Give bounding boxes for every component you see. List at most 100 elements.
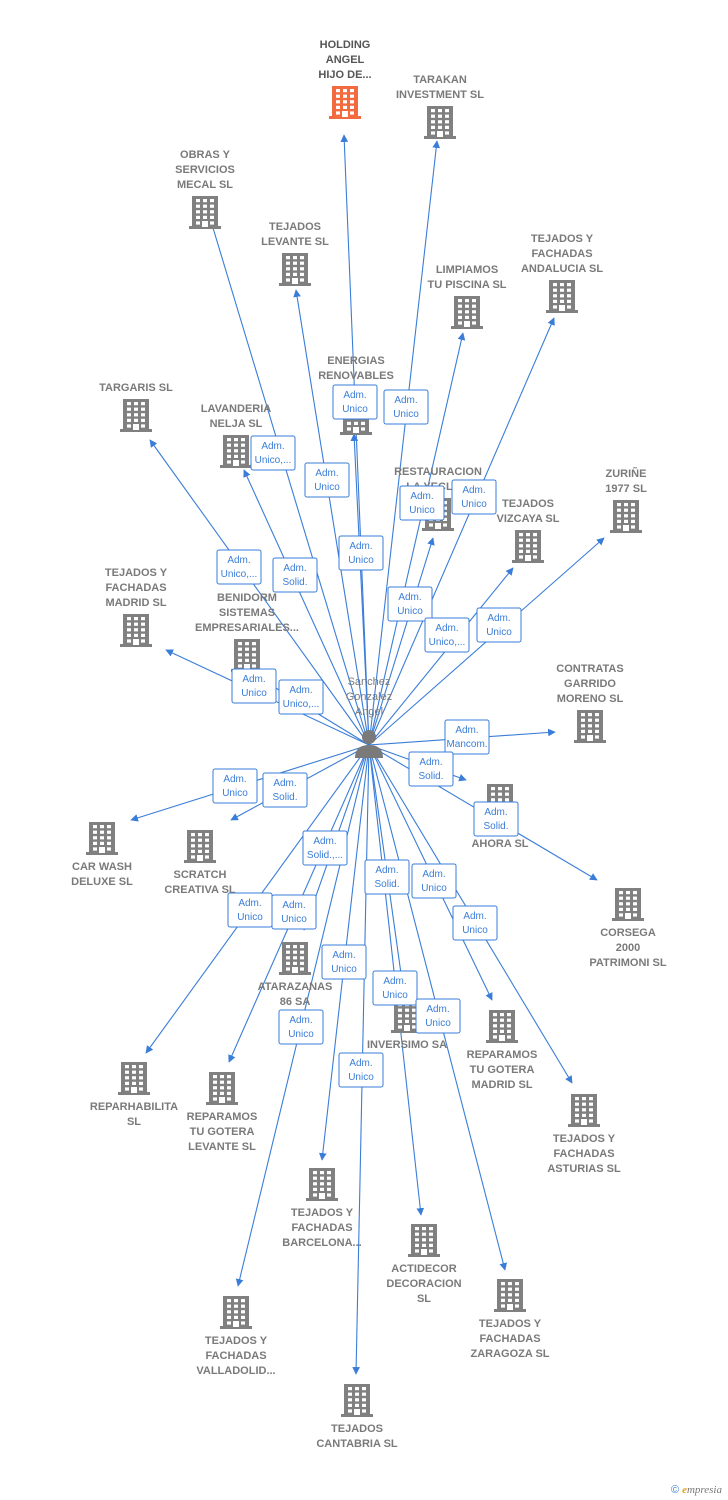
relation-label-tejados_barcelona[interactable]: Adm.Unico bbox=[321, 944, 367, 980]
building-icon bbox=[118, 1062, 150, 1095]
relation-label-atarazanas[interactable]: Adm.Solid.,... bbox=[302, 830, 348, 866]
relation-box bbox=[321, 944, 367, 980]
relation-text: Adm. bbox=[332, 950, 355, 961]
edge-energias bbox=[350, 433, 370, 746]
relation-label-lavanderia[interactable]: Adm.Solid. bbox=[272, 557, 318, 593]
relation-text: Unico bbox=[421, 883, 447, 894]
relation-label-ahora[interactable]: Adm.Solid. bbox=[408, 751, 454, 787]
relation-text: Adm. bbox=[289, 1015, 312, 1026]
relation-label-tejados_asturias[interactable]: Adm.Unico bbox=[452, 905, 498, 941]
relation-text: Adm. bbox=[419, 757, 442, 768]
company-label: SISTEMAS bbox=[219, 607, 275, 619]
company-node-tejados_barcelona[interactable]: TEJADOS YFACHADASBARCELONA... bbox=[282, 1168, 362, 1249]
relation-label-zurine[interactable]: Adm.Unico bbox=[476, 607, 522, 643]
company-label: INVERSIMO SA bbox=[367, 1039, 447, 1051]
relation-label-holding[interactable]: Adm.Unico bbox=[332, 384, 378, 420]
relation-label-contratas[interactable]: Adm.Mancom. bbox=[444, 719, 490, 755]
relation-box bbox=[399, 485, 445, 521]
person-name: Angel bbox=[355, 706, 383, 718]
company-label: MORENO SL bbox=[557, 693, 624, 705]
company-label: ANDALUCIA SL bbox=[521, 263, 603, 275]
relation-text: Unico bbox=[461, 499, 487, 510]
company-label: PATRIMONI SL bbox=[589, 957, 666, 969]
relation-label-reparamos_levante[interactable]: Adm.Unico bbox=[271, 894, 317, 930]
relation-label-restauracion[interactable]: Adm.Unico bbox=[387, 586, 433, 622]
relation-text: Adm. bbox=[383, 976, 406, 987]
company-node-benidorm[interactable]: BENIDORMSISTEMASEMPRESARIALES... bbox=[195, 592, 299, 672]
building-icon bbox=[231, 639, 263, 672]
relation-label-benidorm[interactable]: Adm.Unico,... bbox=[278, 679, 324, 715]
building-icon bbox=[329, 86, 361, 119]
building-icon bbox=[512, 530, 544, 563]
relation-label-obras[interactable]: Adm.Unico,... bbox=[250, 435, 296, 471]
relation-box bbox=[338, 535, 384, 571]
relation-label-tejados_valladolid[interactable]: Adm.Unico bbox=[278, 1009, 324, 1045]
relation-label-tejados_andalucia[interactable]: Adm. Unico bbox=[451, 479, 497, 515]
relation-label-tejados_vizcaya[interactable]: Adm.Unico,... bbox=[424, 617, 470, 653]
relation-box bbox=[262, 772, 308, 808]
relation-label-energias[interactable]: Adm.Unico bbox=[338, 535, 384, 571]
company-label: TU GOTERA bbox=[470, 1064, 535, 1076]
relation-label-limpiamos[interactable]: Adm.Unico bbox=[399, 485, 445, 521]
company-label: 86 SA bbox=[280, 996, 311, 1008]
company-label: SL bbox=[127, 1116, 141, 1128]
relation-box bbox=[415, 998, 461, 1034]
relation-label-scratch[interactable]: Adm.Solid. bbox=[262, 772, 308, 808]
relation-box bbox=[250, 435, 296, 471]
company-label: VIZCAYA SL bbox=[497, 513, 560, 525]
relation-label-tarakan[interactable]: Adm.Unico bbox=[383, 389, 429, 425]
relation-text: Adm. bbox=[484, 807, 507, 818]
relation-text: Adm. bbox=[283, 563, 306, 574]
relation-text: Unico bbox=[397, 606, 423, 617]
company-node-targaris[interactable]: TARGARIS SL bbox=[99, 382, 173, 432]
relation-label-tejados_zaragoza[interactable]: Adm.Unico bbox=[415, 998, 461, 1034]
building-icon bbox=[568, 1094, 600, 1127]
relation-label-actidecor[interactable]: Adm.Unico bbox=[372, 970, 418, 1006]
relation-box bbox=[424, 617, 470, 653]
relation-box bbox=[278, 679, 324, 715]
company-label: AHORA SL bbox=[471, 838, 528, 850]
relation-label-inversimo[interactable]: Adm.Solid. bbox=[364, 859, 410, 895]
relation-box bbox=[364, 859, 410, 895]
relation-label-tejados_madrid[interactable]: Adm.Unico bbox=[231, 668, 277, 704]
relation-label-reparhabilita[interactable]: Adm.Unico bbox=[227, 892, 273, 928]
company-node-tejados_valladolid[interactable]: TEJADOS YFACHADASVALLADOLID... bbox=[196, 1296, 276, 1377]
relation-text: Adm. bbox=[462, 485, 485, 496]
relation-box bbox=[451, 479, 497, 515]
relation-label-targaris[interactable]: Adm.Unico,... bbox=[216, 549, 262, 585]
company-label: TEJADOS Y bbox=[291, 1207, 354, 1219]
relation-label-corsega[interactable]: Adm.Solid. bbox=[473, 801, 519, 837]
relation-label-tejados_cantabria[interactable]: Adm.Unico bbox=[338, 1052, 384, 1088]
relation-label-car_wash[interactable]: Adm.Unico bbox=[212, 768, 258, 804]
relation-label-tejados_levante[interactable]: Adm.Unico bbox=[304, 462, 350, 498]
company-label: BENIDORM bbox=[217, 592, 277, 604]
relation-text: Adm. bbox=[223, 774, 246, 785]
company-label: INVESTMENT SL bbox=[396, 89, 484, 101]
building-icon bbox=[494, 1279, 526, 1312]
relation-label-reparamos_madrid[interactable]: Adm.Unico bbox=[411, 863, 457, 899]
